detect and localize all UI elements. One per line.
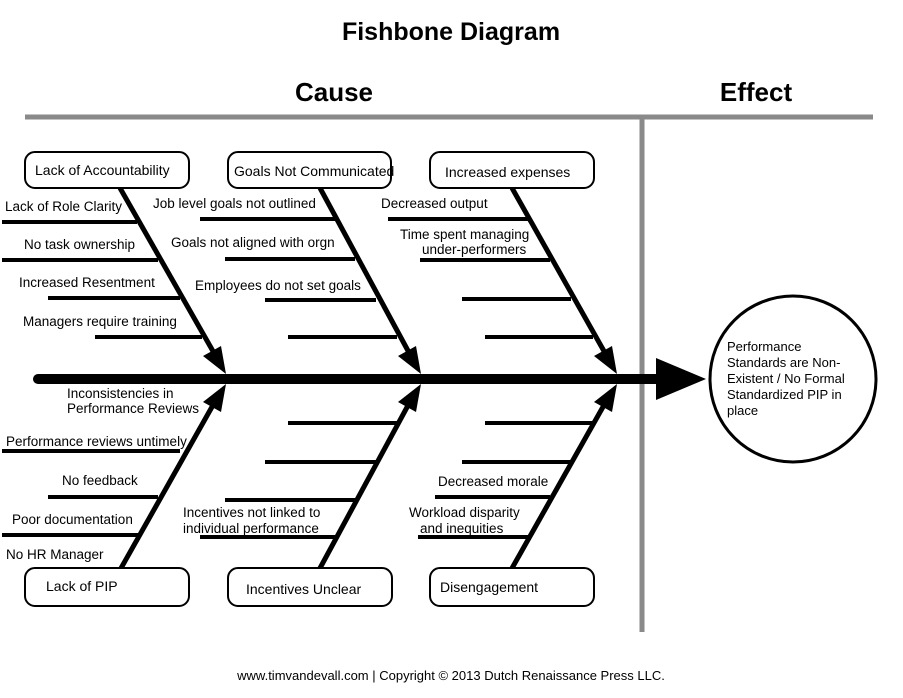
category-box-disengagement xyxy=(429,567,595,607)
effect-line-3: Existent / No Formal xyxy=(727,371,845,386)
category-box-accountability xyxy=(24,151,190,189)
effect-circle xyxy=(708,294,878,464)
category-box-pip xyxy=(24,567,190,607)
category-label-accountability: Lack of Accountability xyxy=(35,162,170,178)
bone-disengagement xyxy=(418,384,617,572)
cause-label: Increased Resentment xyxy=(19,275,155,290)
cause-label: Performance Reviews xyxy=(67,401,199,416)
cause-label: under-performers xyxy=(422,242,527,257)
cause-header: Cause xyxy=(295,77,373,107)
category-label-expenses: Increased expenses xyxy=(445,164,570,180)
effect-text: Performance Standards are Non- Existent … xyxy=(727,339,848,418)
cause-label: No feedback xyxy=(62,473,138,488)
category-box-expenses xyxy=(429,151,595,189)
bone-incentives-unclear xyxy=(200,384,421,572)
spine-arrowhead xyxy=(656,358,706,400)
category-label-disengagement: Disengagement xyxy=(440,579,538,595)
category-label-pip: Lack of PIP xyxy=(46,578,118,594)
cause-label: individual performance xyxy=(183,521,319,536)
bone-lack-of-pip xyxy=(2,384,226,572)
footer-copyright: www.timvandevall.com | Copyright © 2013 … xyxy=(236,668,665,683)
cause-label: Poor documentation xyxy=(12,512,133,527)
cause-label: Goals not aligned with orgn xyxy=(171,235,335,250)
cause-label: Decreased morale xyxy=(438,474,548,489)
effect-line-5: place xyxy=(727,403,758,418)
category-box-goals xyxy=(227,151,392,189)
cause-label: Time spent managing xyxy=(400,227,529,242)
cause-label: No task ownership xyxy=(24,237,135,252)
effect-line-1: Performance xyxy=(727,339,801,354)
category-label-incentives: Incentives Unclear xyxy=(246,581,362,597)
cause-label: and inequities xyxy=(420,521,504,536)
cause-label: Performance reviews untimely xyxy=(6,434,187,449)
cause-label: Workload disparity xyxy=(409,505,520,520)
cause-label: Inconsistencies in xyxy=(67,386,174,401)
bone-lack-of-accountability xyxy=(2,186,226,374)
effect-line-2: Standards are Non- xyxy=(727,355,840,370)
bone-increased-expenses xyxy=(388,186,617,374)
cause-label: Employees do not set goals xyxy=(195,278,361,293)
page-title: Fishbone Diagram xyxy=(342,18,560,46)
cause-label: Managers require training xyxy=(23,314,177,329)
category-box-incentives xyxy=(227,567,393,607)
effect-line-4: Standardized PIP in xyxy=(727,387,842,402)
cause-label: Job level goals not outlined xyxy=(153,196,316,211)
cause-label: No HR Manager xyxy=(6,547,104,562)
bone-goals-not-communicated xyxy=(200,186,421,374)
cause-label: Lack of Role Clarity xyxy=(5,199,122,214)
effect-header: Effect xyxy=(720,77,793,107)
cause-label: Incentives not linked to xyxy=(183,505,320,520)
cause-label: Decreased output xyxy=(381,196,488,211)
category-label-goals: Goals Not Communicated xyxy=(234,163,394,179)
